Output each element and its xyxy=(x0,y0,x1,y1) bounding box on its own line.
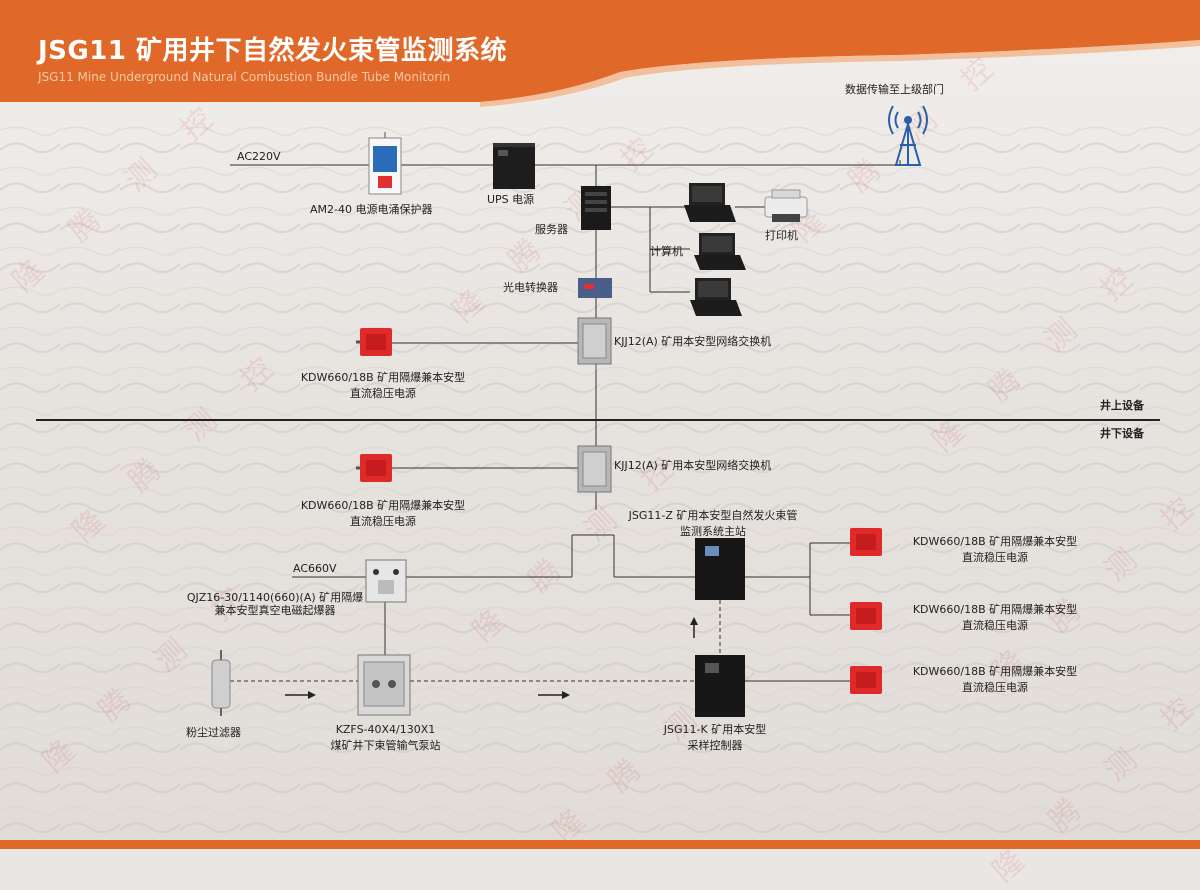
ups-label: UPS 电源 xyxy=(487,193,535,206)
underground-psu-label: KDW660/18B 矿用隔爆兼本安型 直流稳压电源 xyxy=(300,499,466,528)
server-icon xyxy=(581,186,611,230)
power-supply-icon xyxy=(850,666,882,694)
surface-psu-label: KDW660/18B 矿用隔爆兼本安型 直流稳压电源 xyxy=(300,371,466,400)
printer-icon xyxy=(764,189,808,222)
above-ground-label: 井上设备 xyxy=(1100,399,1144,412)
pump-station-icon xyxy=(357,654,411,716)
dust-filter-icon xyxy=(211,650,231,716)
server-label: 服务器 xyxy=(535,223,568,236)
right-psu-label-2: KDW660/18B 矿用隔爆兼本安型 直流稳压电源 xyxy=(912,603,1078,632)
power-supply-icon xyxy=(850,528,882,556)
dust-filter-label: 粉尘过滤器 xyxy=(186,726,241,739)
optical-converter-icon xyxy=(578,278,612,298)
flow-arrows xyxy=(285,617,698,699)
header-band xyxy=(0,0,1200,102)
underground-switch-label: KJJ12(A) 矿用本安型网络交换机 xyxy=(614,459,772,472)
antenna-label: 数据传输至上级部门 xyxy=(845,83,944,96)
surface-switch-label: KJJ12(A) 矿用本安型网络交换机 xyxy=(614,335,772,348)
right-psu-label-1: KDW660/18B 矿用隔爆兼本安型 直流稳压电源 xyxy=(912,535,1078,564)
power-supply-icon xyxy=(356,328,392,356)
vacuum-starter-icon xyxy=(365,559,407,603)
sampling-controller-label: JSG11-K 矿用本安型 采样控制器 xyxy=(663,723,767,752)
printer-label: 打印机 xyxy=(765,229,798,242)
main-station-icon xyxy=(695,538,745,600)
topology-diagram xyxy=(36,105,1160,717)
pump-station-label: KZFS-40X4/130X1 煤矿井下束管输气泵站 xyxy=(330,723,441,752)
optical-converter-label: 光电转换器 xyxy=(503,281,558,294)
computer-icon xyxy=(684,183,736,222)
ac220-label: AC220V xyxy=(237,150,281,163)
sampling-controller-icon xyxy=(695,655,745,717)
power-supply-icon xyxy=(356,454,392,482)
ups-icon xyxy=(493,143,535,189)
main-station-label: JSG11-Z 矿用本安型自然发火束管 监测系统主站 xyxy=(628,509,798,538)
surge-protector-label: AM2-40 电源电涌保护器 xyxy=(310,203,433,216)
antenna-tower-icon xyxy=(888,105,928,166)
surge-protector-icon xyxy=(368,132,402,195)
page-subtitle: JSG11 Mine Underground Natural Combustio… xyxy=(38,70,451,84)
starter-label: QJZ16-30/1140(660)(A) 矿用隔爆 兼本安型真空电磁起爆器 xyxy=(186,591,364,617)
network-switch-icon xyxy=(577,445,612,493)
computer-label: 计算机 xyxy=(650,245,683,258)
ac660-label: AC660V xyxy=(293,562,337,575)
underground-label: 井下设备 xyxy=(1100,427,1144,440)
page-title: JSG11 矿用井下自然发火束管监测系统 xyxy=(38,36,507,66)
power-supply-icon xyxy=(850,602,882,630)
right-psu-label-3: KDW660/18B 矿用隔爆兼本安型 直流稳压电源 xyxy=(912,665,1078,694)
computer-icon xyxy=(690,278,742,316)
computer-icon xyxy=(694,233,746,270)
network-switch-icon xyxy=(577,317,612,370)
